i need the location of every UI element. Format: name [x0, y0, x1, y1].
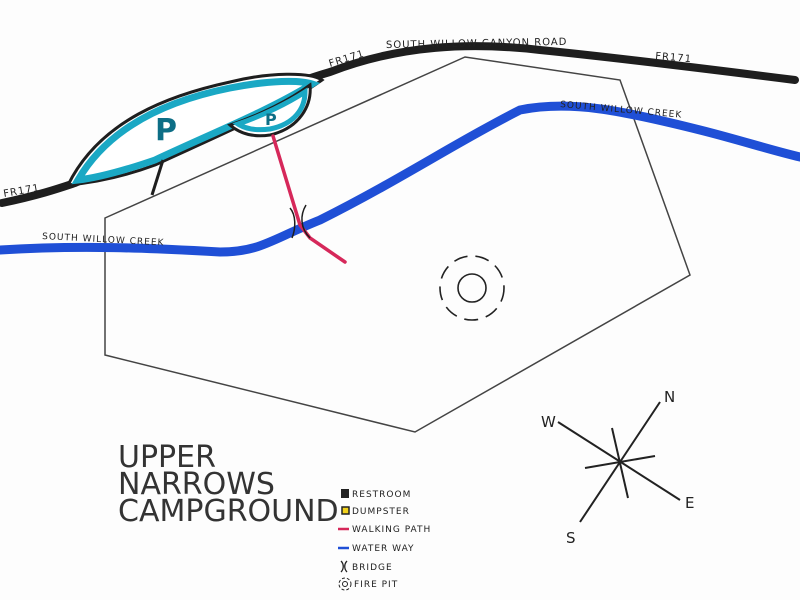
road-label-right: FR171 [655, 51, 693, 65]
legend-label-walking-path: WALKING PATH [352, 525, 431, 535]
creek-label-upper: SOUTH WILLOW CREEK [560, 100, 683, 121]
compass-rose [557, 401, 681, 523]
parking-label-large: P [155, 113, 178, 148]
legend-label-fire-pit: FIRE PIT [354, 580, 398, 590]
compass-e: E [685, 494, 695, 512]
legend-label-bridge: BRIDGE [352, 563, 393, 573]
legend-label-dumpster: DUMPSTER [352, 507, 410, 517]
map-title-line3: CAMPGROUND [118, 494, 339, 529]
map-title-line2: NARROWS [118, 467, 275, 502]
creek-south-willow [0, 101, 800, 257]
fire-pit-icon [439, 255, 505, 321]
bridge-legend-icon [340, 560, 348, 573]
restroom-icon [341, 489, 349, 498]
dumpster-icon [341, 506, 350, 515]
legend-label-water-way: WATER WAY [352, 544, 415, 554]
bridge-icon [289, 204, 311, 239]
compass-s: S [566, 529, 577, 547]
parking-lot-large [65, 72, 325, 187]
compass-w: W [541, 413, 557, 431]
legend-label-restroom: RESTROOM [352, 490, 411, 500]
legend: RESTROOM DUMPSTER WALKING PATH WATER WAY… [338, 489, 431, 591]
fire-pit-legend-icon [338, 577, 352, 591]
parking-access-road [150, 159, 165, 196]
parking-label-small: P [265, 110, 278, 129]
map-title-line1: UPPER [118, 440, 216, 475]
campground-boundary [104, 56, 691, 433]
walking-path [271, 134, 347, 264]
road-label-name: SOUTH WILLOW CANYON ROAD [386, 37, 568, 51]
compass-n: N [664, 388, 676, 406]
